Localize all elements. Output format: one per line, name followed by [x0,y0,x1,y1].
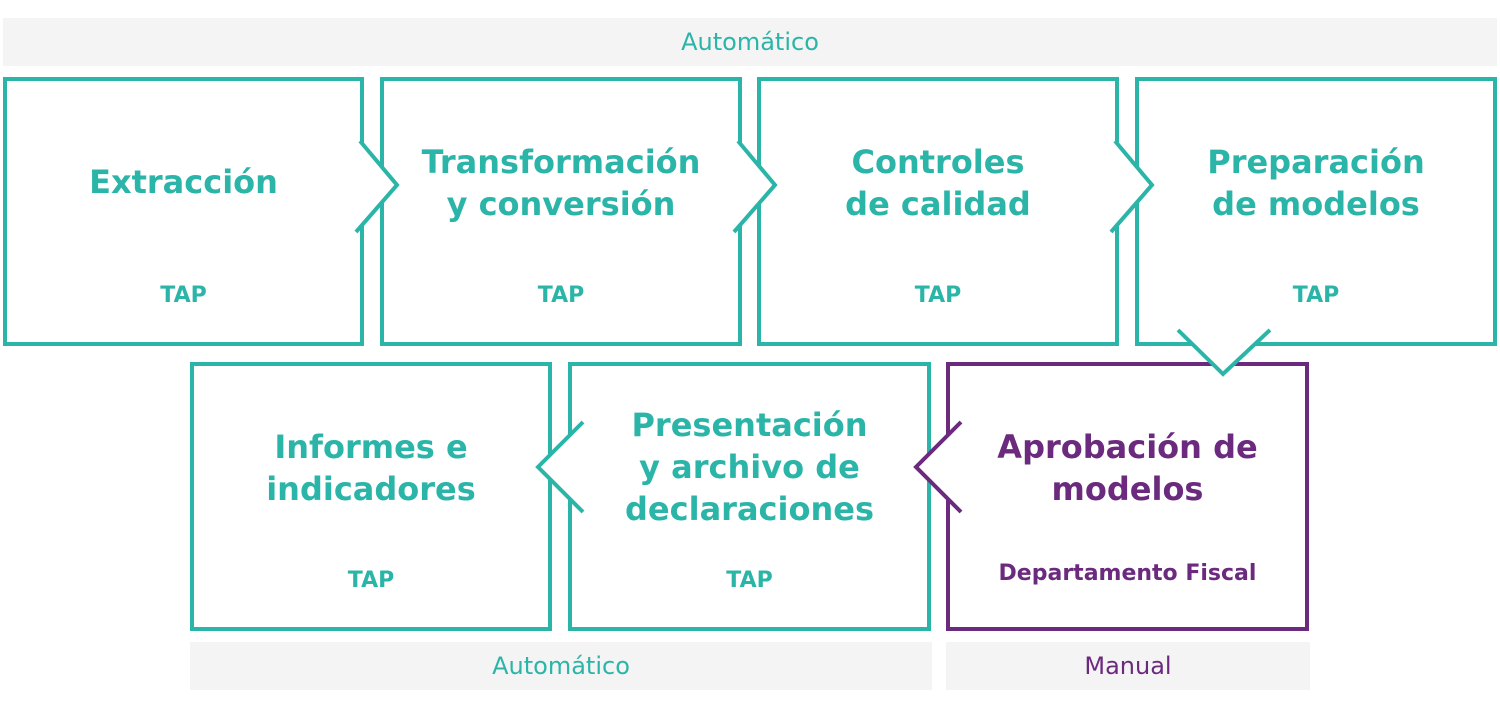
step-model-preparation-owner: TAP [1292,283,1340,308]
step-reports-indicators: Informes e indicadores TAP [190,362,552,631]
step-transformation-owner: TAP [537,283,585,308]
automatic-band-bottom: Automático [190,642,932,690]
automatic-band-top-label: Automático [681,28,819,56]
step-quality-controls: Controles de calidad TAP [757,77,1119,346]
manual-band-bottom-label: Manual [1084,652,1172,680]
step-model-approval: Aprobación de modelos Departamento Fisca… [946,362,1309,631]
step-extraction-owner: TAP [160,283,207,308]
step-quality-controls-owner: TAP [914,283,962,308]
step-filing-declarations: Presentación y archivo de declaraciones … [568,362,931,631]
step-transformation-title: Transformación y conversión [421,143,701,223]
step-reports-indicators-owner: TAP [347,568,395,593]
automatic-band-bottom-label: Automático [492,652,630,680]
step-model-preparation-title: Preparación de modelos [1207,143,1425,223]
step-filing-declarations-title: Presentación y archivo de declaraciones [625,406,874,528]
manual-band-bottom: Manual [946,642,1310,690]
step-quality-controls-title: Controles de calidad [845,143,1031,223]
step-transformation: Transformación y conversión TAP [380,77,742,346]
step-filing-declarations-owner: TAP [726,568,773,593]
automatic-band-top: Automático [3,18,1497,66]
step-extraction-title: Extracción [89,163,278,201]
step-model-preparation: Preparación de modelos TAP [1135,77,1497,346]
step-model-approval-title: Aprobación de modelos [997,428,1258,508]
step-extraction: Extracción TAP [3,77,364,346]
step-reports-indicators-title: Informes e indicadores [266,428,476,508]
step-model-approval-owner: Departamento Fiscal [998,561,1257,586]
